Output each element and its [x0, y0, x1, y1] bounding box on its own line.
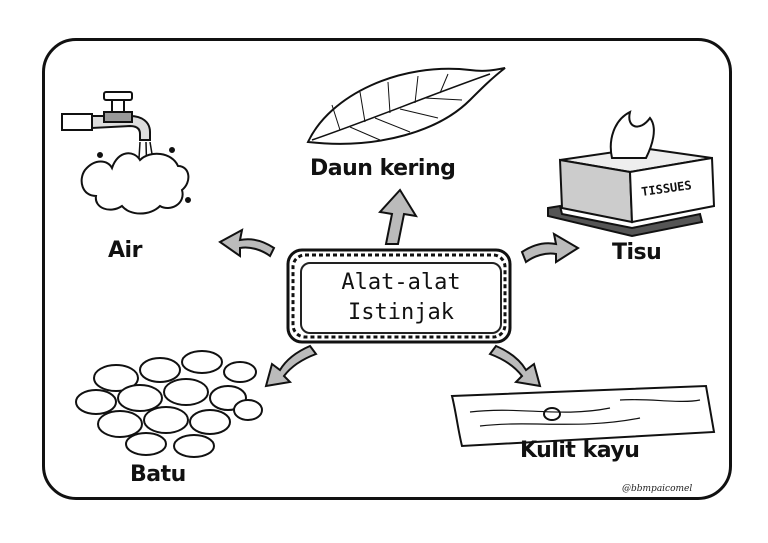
arrow-to-kulit [488, 344, 542, 388]
stones-icon [75, 350, 263, 458]
leaf-icon [306, 67, 506, 145]
bark-icon [450, 384, 716, 448]
faucet-icon [61, 91, 191, 215]
label-daun-kering: Daun kering [310, 156, 456, 181]
center-title-line2: Istinjak [348, 300, 454, 325]
rope-border-outer [286, 248, 512, 344]
center-title-line1: Alat-alat [341, 270, 461, 295]
label-kulit-kayu: Kulit kayu [520, 438, 640, 463]
arrow-to-batu [264, 344, 318, 388]
tissue-box-icon: TISSUES [547, 110, 716, 238]
arrow-to-daun [378, 188, 419, 245]
credit-text: @bbmpaicomel [622, 484, 693, 494]
center-title-box: Alat-alat Istinjak [300, 262, 502, 334]
tissue-box-label: TISSUES [640, 178, 692, 199]
arrow-to-tisu [520, 232, 580, 264]
rope-border-inner [291, 253, 507, 339]
label-air: Air [108, 238, 142, 263]
arrow-to-air [218, 228, 276, 258]
label-tisu: Tisu [612, 240, 662, 265]
label-batu: Batu [130, 462, 186, 487]
